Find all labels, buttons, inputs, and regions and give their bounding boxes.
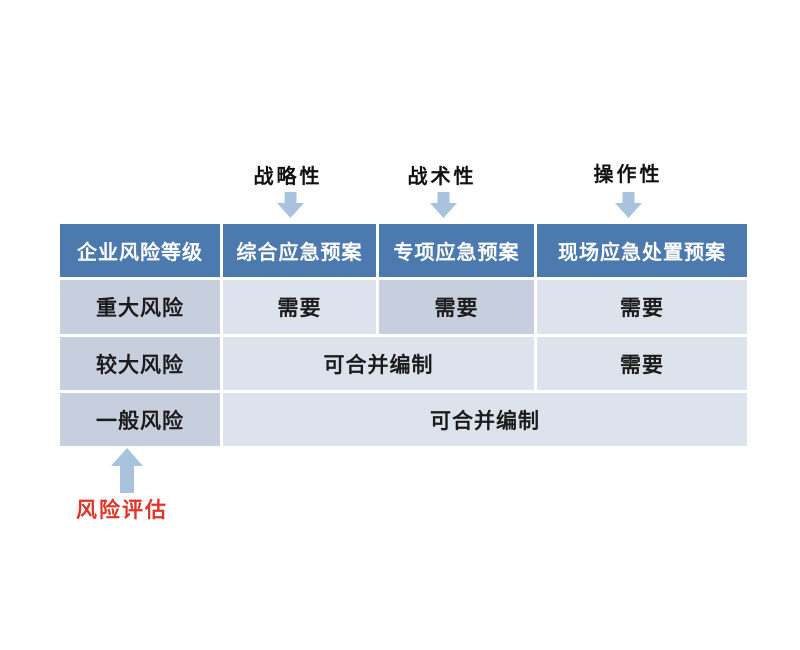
risk-assessment-label: 风险评估 bbox=[76, 498, 168, 522]
row-level-larger: 较大风险 bbox=[60, 337, 220, 390]
up-arrow-icon bbox=[111, 448, 143, 493]
header-special-plan: 专项应急预案 bbox=[379, 224, 534, 277]
row-level-major: 重大风险 bbox=[60, 280, 220, 334]
down-arrow-icon bbox=[615, 192, 642, 219]
down-arrow-icon bbox=[277, 192, 304, 219]
row-level-general: 一般风险 bbox=[60, 393, 220, 446]
down-arrow-icon bbox=[430, 192, 457, 219]
cell-larger-merged: 可合并编制 bbox=[223, 337, 534, 390]
cell-general-merged: 可合并编制 bbox=[223, 393, 747, 446]
label-strategic: 战略性 bbox=[253, 166, 323, 188]
cell-major-onsite: 需要 bbox=[537, 280, 747, 334]
cell-major-special: 需要 bbox=[379, 280, 534, 334]
header-onsite-plan: 现场应急处置预案 bbox=[537, 224, 747, 277]
cell-larger-onsite: 需要 bbox=[537, 337, 747, 390]
cell-major-comprehensive: 需要 bbox=[223, 280, 376, 334]
header-comprehensive-plan: 综合应急预案 bbox=[223, 224, 376, 277]
label-tactical: 战术性 bbox=[407, 166, 477, 188]
label-operational: 操作性 bbox=[593, 164, 663, 186]
emergency-plan-table: 企业风险等级 综合应急预案 专项应急预案 现场应急处置预案 重大风险 需要 需要… bbox=[60, 224, 747, 446]
header-risk-level: 企业风险等级 bbox=[60, 224, 220, 277]
